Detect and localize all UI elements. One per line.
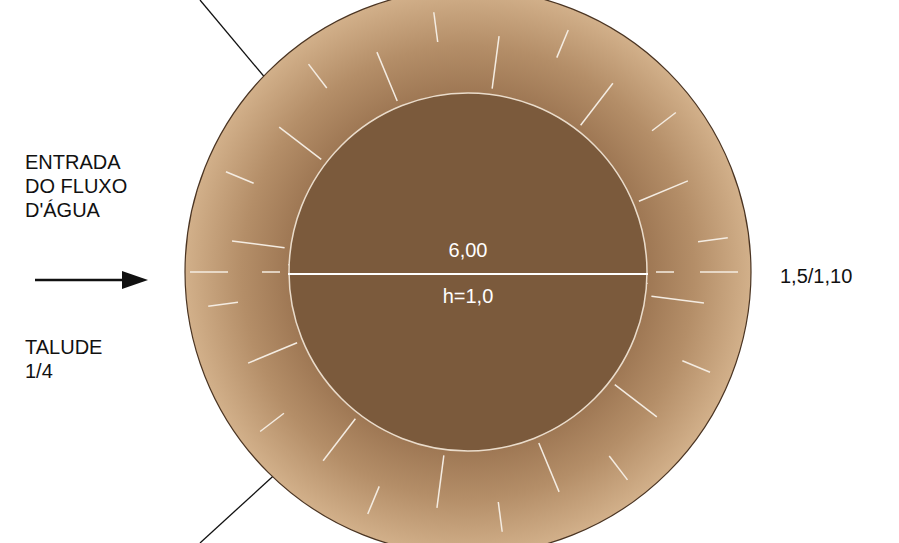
tick-mark [682, 361, 710, 372]
depth-label: h=1,0 [288, 284, 648, 308]
boundary-line [200, 468, 282, 543]
tick-mark [437, 455, 444, 508]
slope-label: TALUDE 1/4 [25, 335, 120, 383]
axis-dash [656, 271, 674, 273]
tick-mark [492, 36, 499, 89]
tick-mark [557, 30, 568, 58]
tick-mark [260, 413, 284, 431]
tick-mark [652, 113, 676, 131]
tick-mark [279, 127, 321, 159]
tick-mark [698, 238, 728, 242]
tick-mark [248, 343, 297, 363]
axis-dash [262, 271, 280, 273]
axis-dash [190, 271, 228, 273]
pond-bottom: 6,00 h=1,0 [288, 92, 648, 452]
tick-mark [609, 456, 627, 480]
tick-mark [232, 241, 285, 248]
slope-ring [185, 0, 751, 543]
tick-mark [323, 419, 355, 461]
boundary-line [200, 0, 272, 86]
tick-mark [226, 172, 254, 183]
tick-mark [498, 502, 502, 532]
tick-mark [309, 64, 327, 88]
tick-mark [208, 302, 238, 306]
slope-ticks [190, 12, 738, 532]
tick-mark [651, 296, 704, 303]
flow-arrowhead [122, 271, 148, 289]
tick-mark [368, 486, 379, 514]
flow-arrow [35, 279, 128, 282]
axis-dash [700, 271, 738, 273]
diameter-label: 6,00 [288, 238, 648, 262]
slope-ratio-label: 1,5/1,10 [780, 264, 890, 288]
tick-mark [434, 12, 438, 42]
tick-mark [539, 443, 559, 492]
tick-mark [581, 83, 613, 125]
tick-mark [615, 385, 657, 417]
flow-inlet-label: ENTRADA DO FLUXO D'ÁGUA [25, 150, 135, 222]
pond-outline [288, 92, 648, 452]
tick-mark [639, 181, 688, 201]
tick-mark [377, 52, 397, 101]
